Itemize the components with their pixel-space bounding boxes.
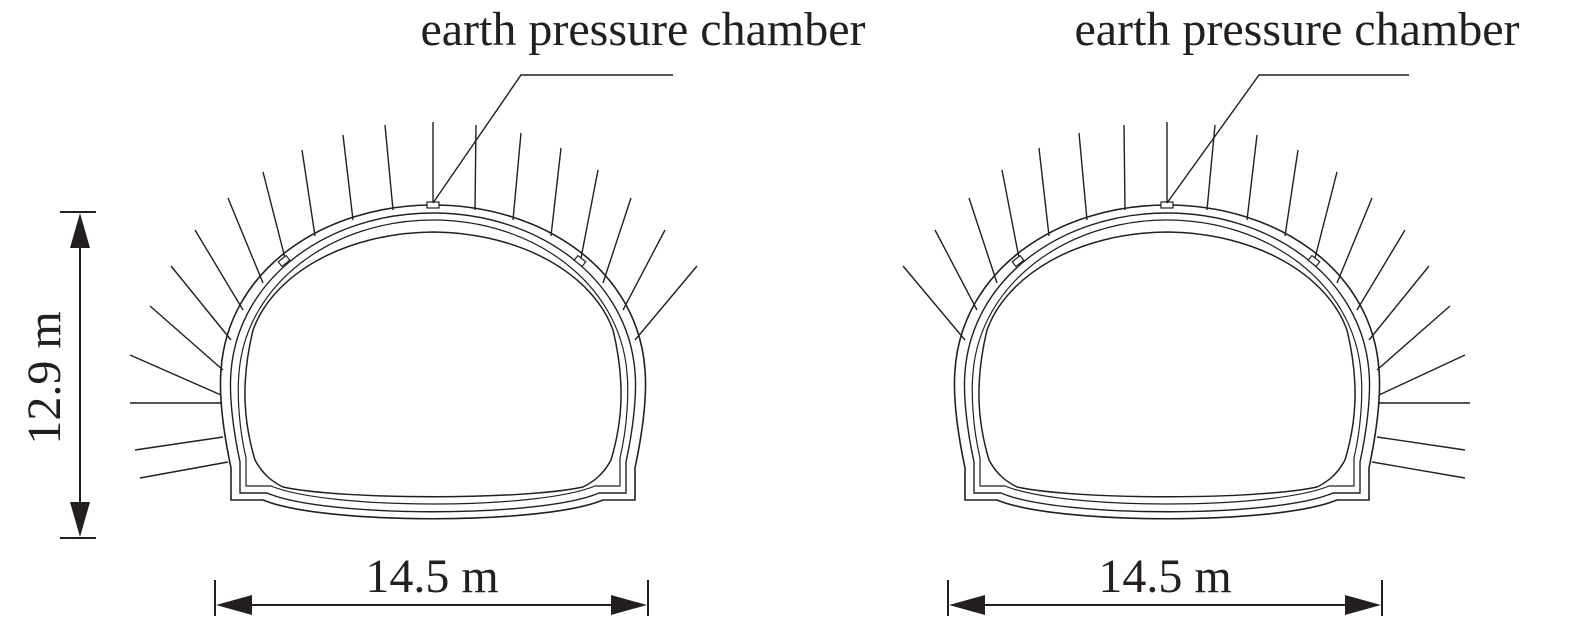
right-tunnel (902, 74, 1470, 520)
left-width-dimension (214, 580, 649, 616)
left-width-arrow-right (611, 595, 647, 615)
right-width-label: 14.5 m (1098, 550, 1231, 603)
height-arrow-down (70, 502, 90, 537)
height-dimension (60, 211, 96, 539)
left-tunnel (129, 74, 698, 520)
left-width-arrow-left (216, 595, 252, 615)
left-chamber-leader (432, 74, 673, 204)
right-chamber-leader (1166, 74, 1409, 204)
height-label: 12.9 m (18, 311, 71, 444)
right-chamber-label: earth pressure chamber (1074, 3, 1519, 56)
right-width-dimension (947, 580, 1383, 616)
left-pressure-cells (277, 201, 587, 268)
left-width-label: 14.5 m (365, 550, 498, 603)
left-chamber-label: earth pressure chamber (420, 3, 865, 56)
right-width-arrow-right (1345, 595, 1381, 615)
height-arrow-up (70, 213, 90, 248)
left-rock-bolts (129, 122, 698, 479)
right-width-arrow-left (949, 595, 985, 615)
